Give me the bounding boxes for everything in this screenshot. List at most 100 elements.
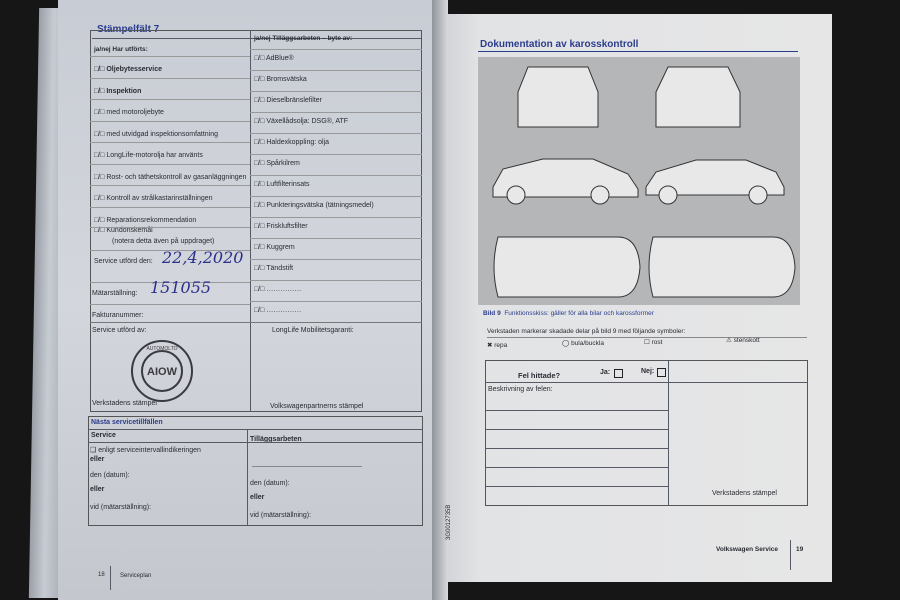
done-item-label: LongLife-motorolja har använts — [106, 152, 203, 159]
col2-header: ja/nej Tilläggsarbeten – byte av: — [254, 35, 353, 42]
extra-work-label: …………… — [266, 286, 302, 293]
yes-no-checkbox[interactable]: □/□ — [254, 118, 265, 125]
or-text: eller — [90, 456, 105, 463]
right-footer: Volkswagen Service — [716, 546, 779, 553]
yes-no-checkbox[interactable]: □/□ — [94, 66, 105, 73]
yes-no-checkbox[interactable]: □/□ — [94, 109, 105, 116]
next-service-box — [88, 416, 423, 526]
right-page-number: 19 — [796, 546, 804, 553]
done-item-label: Kontroll av strålkastarinställningen — [106, 195, 213, 202]
yes-no-checkbox[interactable]: □/□ — [94, 87, 105, 95]
next-odo-label: vid (mätarställning): — [90, 504, 152, 511]
yes-no-checkbox[interactable]: □/□ — [254, 244, 265, 251]
yes-no-checkbox[interactable]: □/□ — [94, 195, 105, 202]
yes-no-checkbox[interactable]: □/□ — [254, 307, 265, 314]
yes-no-checkbox[interactable]: □/□ — [94, 152, 105, 159]
extra-date-label: den (datum): — [250, 480, 290, 487]
no-checkbox[interactable] — [657, 368, 666, 377]
symbol-stonechip: ⚠ stenskott — [726, 337, 760, 344]
extra-work-label: Luftfilterinsats — [266, 181, 310, 188]
yes-checkbox[interactable] — [614, 369, 623, 378]
done-item: □/□ Kundönskemål — [94, 227, 153, 234]
yes-no-checkbox[interactable]: □/□ — [254, 160, 265, 167]
done-item: □/□ Reparationsrekommendation — [94, 217, 196, 224]
extra-work-label: Dieselbränslefilter — [266, 97, 322, 104]
yes-no-checkbox[interactable]: □/□ — [94, 216, 105, 224]
extra-work-label: Växellådsolja: DSG®, ATF — [266, 118, 349, 125]
next-service-col2: Tilläggsarbeten — [250, 436, 302, 443]
yes-no-checkbox[interactable]: □/□ — [254, 286, 265, 293]
extra-work-item: □/□ Kuggrem — [254, 244, 295, 251]
faults-box — [485, 360, 808, 506]
left-page-number: 18 — [98, 572, 105, 578]
extra-work-label: AdBlue® — [265, 55, 294, 62]
done-item: □/□ Rost- och täthetskontroll av gasanlä… — [94, 174, 246, 181]
done-item-label: Oljebytesservice — [106, 66, 163, 73]
workshop-stamp-label: Verkstadens stämpel — [712, 490, 777, 497]
extra-work-label: Kuggrem — [266, 244, 295, 251]
no-label: Nej: — [641, 368, 655, 375]
extra-work-item: □/□ Haldexkoppling: olja — [254, 139, 329, 146]
extra-work-item: □/□ Bromsvätska — [254, 76, 307, 83]
left-page — [58, 0, 446, 600]
yes-no-checkbox[interactable]: □/□ — [254, 97, 265, 104]
stamp-field-table — [90, 30, 422, 412]
invoice-label: Fakturanummer: — [92, 312, 144, 319]
extra-work-label: Friskluftsfilter — [266, 223, 308, 230]
extra-work-item: □/□ AdBlue® — [254, 55, 294, 62]
symbol-rust: ☐ rost — [644, 339, 663, 346]
done-item: □/□ Kontroll av strålkastarinställningen — [94, 195, 213, 202]
yes-no-checkbox[interactable]: □/□ — [254, 223, 265, 230]
done-item: □/□ med utvidgad inspektionsomfattning — [94, 131, 218, 138]
odometer-value: 151055 — [150, 278, 212, 297]
yes-no-checkbox[interactable]: □/□ — [254, 76, 265, 83]
yes-no-checkbox[interactable]: □/□ — [254, 202, 265, 209]
yes-no-checkbox[interactable]: □/□ — [94, 173, 105, 181]
or-text: eller — [250, 494, 265, 501]
left-section: Serviceplan — [120, 573, 152, 579]
done-item: □/□ LongLife-motorolja har använts — [94, 152, 203, 159]
instructions: Verkstaden markerar skadade delar på bil… — [487, 328, 686, 335]
done-item: □/□ med motoroljebyte — [94, 109, 164, 116]
page-title: Stämpelfält 7 — [97, 24, 160, 35]
done-item-label: Reparationsrekommendation — [106, 216, 197, 224]
yes-no-checkbox[interactable]: □/□ — [94, 130, 105, 138]
figure-caption: Bild 9 Funktionsskiss: gäller för alla b… — [483, 310, 654, 317]
per-interval-option: ❑ enligt serviceintervallindikeringen — [90, 447, 201, 454]
yes-no-checkbox[interactable]: □/□ — [254, 139, 265, 146]
or-text: eller — [90, 486, 105, 493]
next-date-label: den (datum): — [90, 472, 130, 479]
extra-work-label: …………… — [266, 307, 302, 314]
extra-work-label: Haldexkoppling: olja — [266, 139, 330, 146]
yes-no-checkbox[interactable]: □/□ — [254, 265, 265, 272]
extra-work-item: □/□ Friskluftsfilter — [254, 223, 308, 230]
svg-text:AUTOMOLTO: AUTOMOLTO — [146, 346, 177, 352]
done-item-label: Rost- och täthetskontroll av gasanläggni… — [106, 173, 247, 181]
col1-header: ja/nej Har utförts: — [94, 46, 148, 53]
extra-work-item: □/□ …………… — [254, 286, 301, 293]
extra-work-item: □/□ Punkteringsvätska (tätningsmedel) — [254, 202, 374, 209]
extra-work-item: □/□ Dieselbränslefilter — [254, 97, 322, 104]
extra-work-item: □/□ Spårkilrem — [254, 160, 300, 167]
extra-work-item: □/□ Tändstift — [254, 265, 293, 272]
service-by-label: Service utförd av: — [92, 327, 147, 334]
faults-found-label: Fel hittade? — [518, 371, 561, 380]
yes-no-checkbox[interactable]: □/□ — [254, 55, 265, 62]
mobility-guarantee-label: LongLife Mobilitetsgaranti: — [272, 327, 354, 334]
next-service-col1: Service — [91, 432, 116, 439]
extra-work-item: □/□ Växellådsolja: DSG®, ATF — [254, 118, 348, 125]
service-date-label: Service utförd den: — [94, 258, 153, 265]
done-item-label: med motoroljebyte — [106, 109, 164, 116]
page-title: Dokumentation av karosskontroll — [480, 39, 639, 50]
symbol-scratch: ✖ repa — [487, 342, 508, 349]
extra-work-label: Bromsvätska — [266, 76, 307, 83]
yes-label: Ja: — [600, 369, 611, 376]
yes-no-checkbox[interactable]: □/□ — [94, 227, 105, 234]
yes-no-checkbox[interactable]: □/□ — [254, 181, 265, 188]
symbol-dent: ◯ bula/buckla — [562, 340, 604, 347]
extra-work-item: □/□ …………… — [254, 307, 301, 314]
extra-odo-label: vid (mätarställning): — [250, 512, 312, 519]
next-service-title: Nästa servicetillfällen — [91, 419, 163, 426]
figure-label: Bild 9 — [483, 310, 501, 317]
workshop-stamp-seal: AIOW AUTOMOLTO — [131, 340, 193, 402]
